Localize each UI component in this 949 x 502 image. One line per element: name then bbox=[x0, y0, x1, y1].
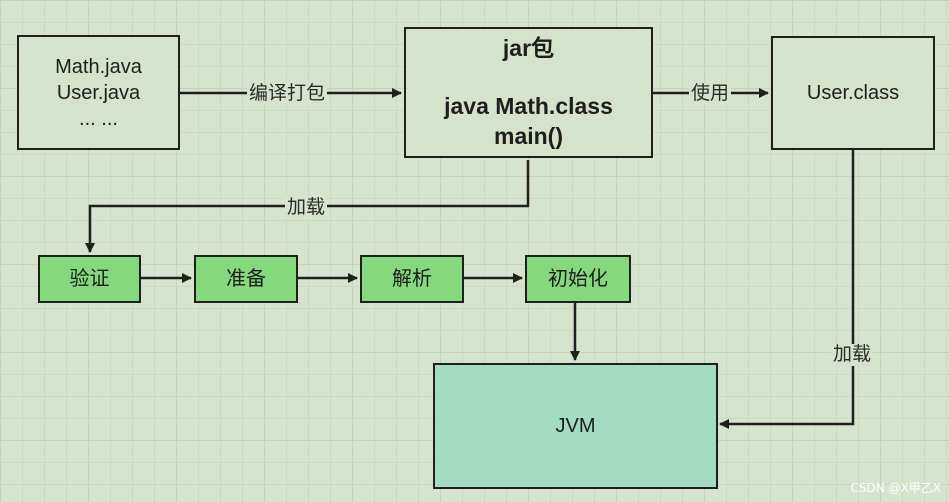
jar-box: jar包 java Math.class main() bbox=[404, 27, 653, 158]
step-resolve-label: 解析 bbox=[392, 268, 432, 290]
jvm-box: JVM bbox=[433, 363, 718, 489]
step-verify-label: 验证 bbox=[69, 268, 110, 290]
user-class-box: User.class bbox=[771, 36, 935, 150]
watermark: CSDN @X甲乙X bbox=[850, 481, 941, 495]
compile-label: 编译打包 bbox=[247, 83, 328, 105]
jar-title: jar包 bbox=[502, 35, 555, 61]
jar-main-class: java Math.class bbox=[444, 93, 613, 119]
step-initialize-label: 初始化 bbox=[548, 268, 608, 290]
load-left-label: 加载 bbox=[285, 197, 328, 219]
user-class-label: User.class bbox=[806, 82, 900, 104]
source-file-user: User.java bbox=[56, 81, 141, 104]
jvm-label: JVM bbox=[555, 415, 596, 437]
load-right-label: 加载 bbox=[831, 344, 874, 366]
source-file-math: Math.java bbox=[55, 55, 142, 78]
arrow-load-right bbox=[719, 150, 855, 429]
step-initialize: 初始化 bbox=[525, 255, 631, 303]
step-prepare: 准备 bbox=[194, 255, 298, 303]
source-file-more: ... ... bbox=[79, 107, 118, 130]
step-verify: 验证 bbox=[38, 255, 141, 303]
use-label: 使用 bbox=[689, 83, 732, 105]
step-resolve: 解析 bbox=[360, 255, 464, 303]
step-prepare-label: 准备 bbox=[226, 268, 266, 290]
jar-main-method: main() bbox=[494, 123, 563, 149]
source-files-box: Math.java User.java ... ... bbox=[17, 35, 180, 150]
